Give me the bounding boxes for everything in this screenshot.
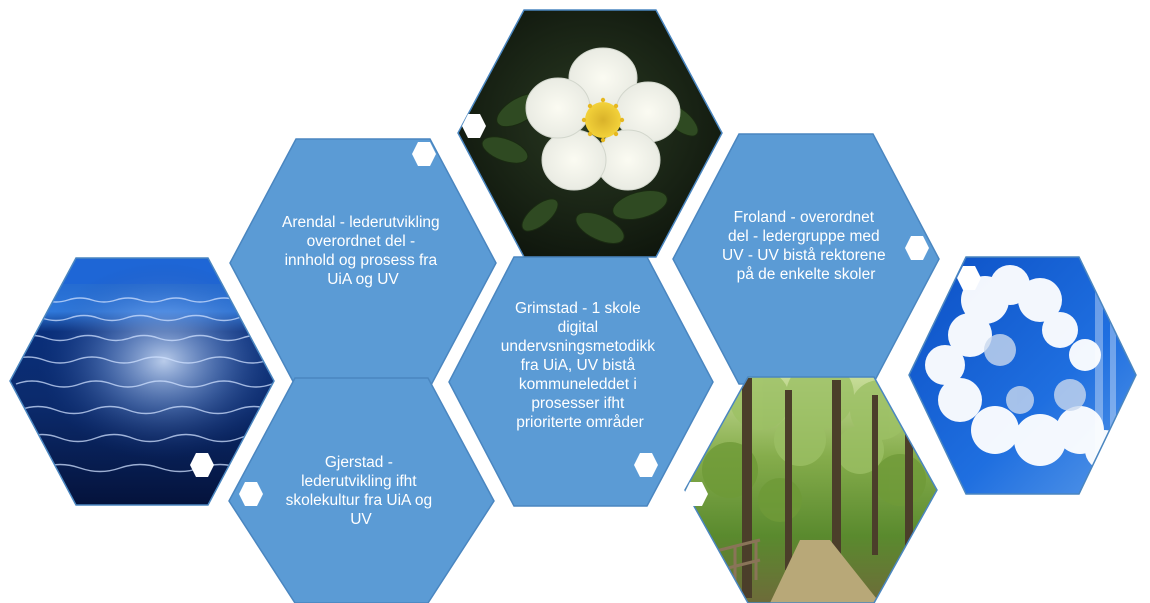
ocean-photo-icon bbox=[9, 257, 275, 506]
small-hexagon-marker bbox=[412, 142, 436, 166]
forest-path-photo-icon bbox=[684, 376, 938, 603]
small-hexagon-marker bbox=[634, 453, 658, 477]
hexagon-grimstad: Grimstad - 1 skole digital undervsningsm… bbox=[448, 256, 714, 507]
small-hexagon-marker bbox=[239, 482, 263, 506]
cloudy-sky-photo-icon bbox=[908, 256, 1137, 495]
hexagon-arendal: Arendal - lederutvikling overordnet del … bbox=[229, 138, 497, 388]
hex-label-gjerstad: Gjerstad - lederutvikling ifht skolekult… bbox=[286, 454, 437, 528]
small-hexagon-marker bbox=[190, 453, 214, 477]
hex-label-froland: Froland - overordnet del - ledergruppe m… bbox=[722, 209, 890, 283]
hexagon-froland: Froland - overordnet del - ledergruppe m… bbox=[672, 133, 940, 385]
small-hexagon-marker bbox=[905, 236, 929, 260]
small-hexagon-marker bbox=[462, 114, 486, 138]
hex-label-grimstad: Grimstad - 1 skole digital undervsningsm… bbox=[501, 300, 660, 431]
hexagon-gjerstad: Gjerstad - lederutvikling ifht skolekult… bbox=[228, 377, 495, 603]
small-hexagon-marker bbox=[957, 266, 981, 290]
hex-label-arendal: Arendal - lederutvikling overordnet del … bbox=[282, 214, 444, 288]
small-hexagon-marker bbox=[684, 482, 708, 506]
white-rose-photo-icon bbox=[457, 9, 723, 258]
